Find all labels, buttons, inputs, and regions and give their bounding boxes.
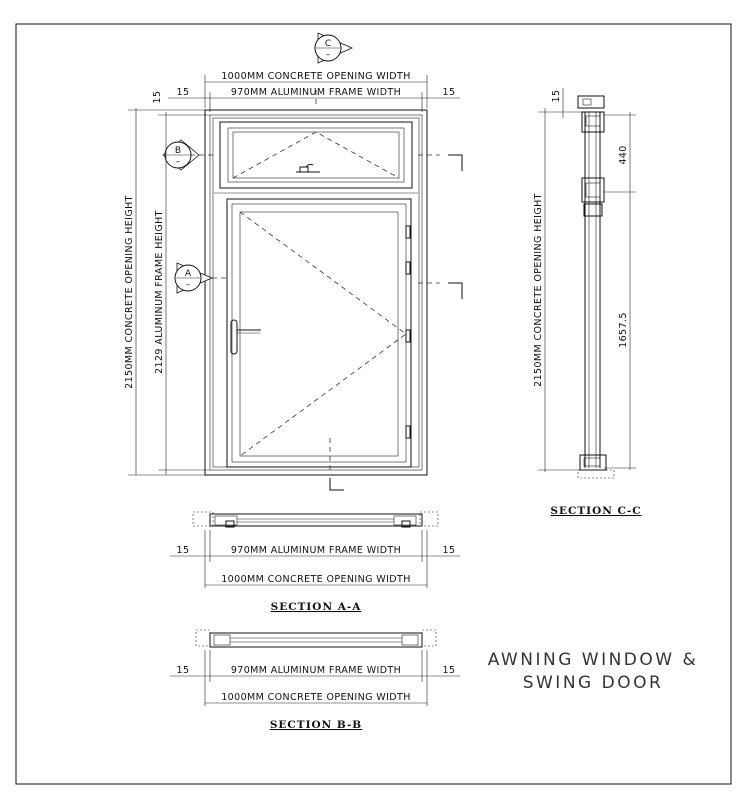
cc-dim-opening-height: 2150MM CONCRETE OPENING HEIGHT: [533, 193, 544, 387]
title-line-1: AWNING WINDOW &: [488, 650, 699, 670]
dim-side-right: 15: [443, 87, 456, 98]
top-dimensions: 1000MM CONCRETE OPENING WIDTH 970MM ALUM…: [168, 71, 460, 112]
swing-door: [226, 198, 412, 468]
dim-side-left: 15: [177, 87, 190, 98]
aa-dim-opening-width: 1000MM CONCRETE OPENING WIDTH: [221, 574, 411, 585]
section-bb-view: 970MM ALUMINUM FRAME WIDTH 15 15 1000MM …: [170, 629, 460, 731]
marker-b-label: B: [175, 146, 181, 156]
section-bb-label: SECTION B-B: [270, 719, 362, 731]
aa-dim-frame-width: 970MM ALUMINUM FRAME WIDTH: [231, 545, 401, 556]
dim-frame-width: 970MM ALUMINUM FRAME WIDTH: [231, 87, 401, 98]
cc-dim-door: 1657.5: [618, 312, 629, 348]
cc-dim-top: 15: [551, 90, 562, 103]
left-dimensions: 15 2150MM CONCRETE OPENING HEIGHT 2129 A…: [124, 91, 210, 476]
awning-handle-icon: [296, 163, 320, 173]
svg-text:–: –: [176, 157, 181, 167]
outer-frame: [204, 109, 428, 476]
aa-dim-left: 15: [177, 545, 190, 556]
dim-opening-height: 2150MM CONCRETE OPENING HEIGHT: [124, 195, 135, 389]
section-cc-view: 2150MM CONCRETE OPENING HEIGHT 15 440 16…: [533, 88, 641, 517]
section-aa-view: 970MM ALUMINUM FRAME WIDTH 15 15 1000MM …: [170, 511, 460, 613]
dim-opening-width: 1000MM CONCRETE OPENING WIDTH: [221, 71, 411, 82]
dim-top: 15: [152, 91, 163, 104]
bb-dim-left: 15: [177, 665, 190, 676]
svg-text:–: –: [186, 280, 191, 290]
awning-window: [214, 121, 418, 194]
sheet-border: [15, 23, 732, 785]
marker-a-bubble: A –: [174, 262, 226, 294]
door-handle-icon: [230, 319, 261, 355]
marker-c-bubble: C –: [314, 32, 353, 64]
section-aa-label: SECTION A-A: [271, 601, 362, 613]
hinge-icons: [405, 225, 411, 439]
cc-dim-transom: 440: [618, 145, 629, 164]
elevation-view: C – B – A – 1000MM CONCRETE OPENING WIDT…: [124, 32, 463, 491]
drawing-title: AWNING WINDOW & SWING DOOR: [488, 650, 699, 693]
bb-dim-opening-width: 1000MM CONCRETE OPENING WIDTH: [221, 692, 411, 703]
marker-c-label: C: [325, 39, 331, 49]
aa-dim-right: 15: [443, 545, 456, 556]
marker-b-bubble: B –: [162, 139, 214, 171]
section-cut-markers: [315, 90, 463, 491]
dim-frame-height: 2129 ALUMINUM FRAME HEIGHT: [154, 210, 165, 374]
title-line-2: SWING DOOR: [523, 673, 664, 693]
section-cc-label: SECTION C-C: [550, 505, 641, 517]
bb-dim-right: 15: [443, 665, 456, 676]
marker-a-label: A: [185, 269, 192, 279]
bb-dim-frame-width: 970MM ALUMINUM FRAME WIDTH: [231, 665, 401, 676]
svg-text:–: –: [326, 50, 331, 60]
